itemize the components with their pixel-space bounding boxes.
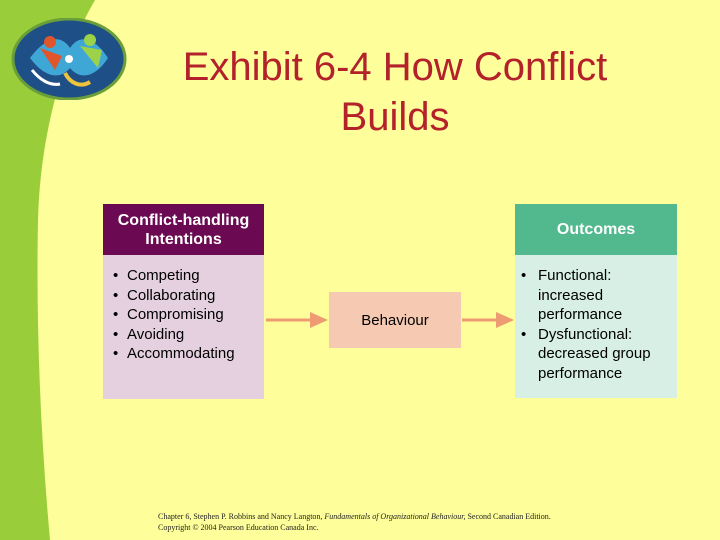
footer-citation: Chapter 6, Stephen P. Robbins and Nancy … (158, 511, 608, 533)
bullet-icon: • (521, 267, 527, 284)
outcomes-header: Outcomes (515, 204, 677, 255)
intentions-list: •Competing •Collaborating •Compromising … (111, 266, 235, 364)
list-item-label: Competing (127, 267, 200, 284)
list-item: • Accommodating (111, 344, 235, 364)
bullet-icon: • (113, 286, 119, 304)
list-item-label: Avoiding (127, 325, 185, 343)
list-item: • Compromising (111, 305, 235, 325)
intentions-box: •Competing •Collaborating •Compromising … (103, 255, 264, 399)
arrow-right-icon (266, 312, 328, 328)
list-item-label: Functional: increased performance (538, 267, 623, 323)
behaviour-box: Behaviour (329, 292, 461, 348)
list-item-label: Dysfunctional: decreased group performan… (538, 325, 651, 382)
page-title: Exhibit 6-4 How Conflict Builds (182, 45, 608, 139)
arrow-right-icon (462, 312, 514, 328)
footer-copyright: Copyright © 2004 Pearson Education Canad… (158, 523, 319, 532)
list-item: • Collaborating (111, 286, 235, 306)
footer-authors: Chapter 6, Stephen P. Robbins and Nancy … (158, 512, 325, 521)
footer-line-1: Chapter 6, Stephen P. Robbins and Nancy … (158, 511, 608, 522)
list-item: • Dysfunctional: decreased group performa… (519, 325, 677, 384)
bullet-icon: • (113, 267, 119, 284)
footer-edition: Second Canadian Edition. (465, 512, 551, 521)
behaviour-label: Behaviour (361, 311, 429, 329)
footer-book-title: Fundamentals of Organizational Behaviour… (324, 512, 466, 521)
intentions-header: Conflict-handling Intentions (103, 204, 264, 255)
list-item-label: Accommodating (127, 345, 235, 362)
logo-figures-icon (11, 18, 127, 100)
list-item: • Functional: increased performance (519, 266, 677, 325)
outcomes-box: • Functional: increased performance • Dysf… (515, 255, 677, 398)
outcomes-list: • Functional: increased performance • Dysf… (519, 266, 677, 383)
bullet-icon: • (113, 345, 119, 362)
list-item: • Competing (111, 266, 235, 286)
list-item: • Avoiding (111, 325, 235, 345)
list-item-label: Collaborating (127, 286, 216, 304)
bullet-icon: • (113, 325, 119, 343)
decorative-green-band (0, 0, 95, 540)
bullet-icon: • (521, 325, 527, 343)
bullet-icon: • (113, 306, 119, 323)
list-item-label: Compromising (127, 306, 224, 323)
